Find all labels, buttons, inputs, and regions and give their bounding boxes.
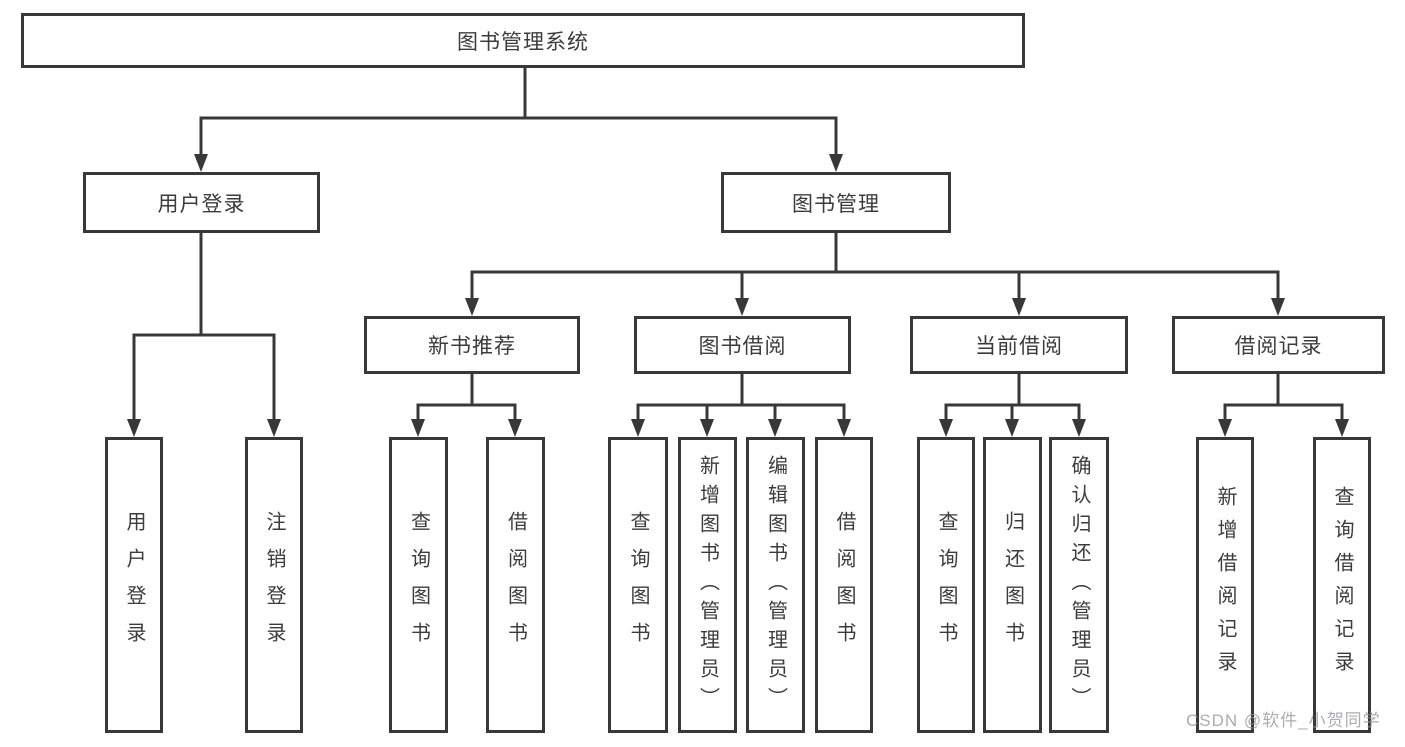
node-label-bb-query-books: 查询图书 <box>627 511 649 659</box>
node-bb-edit-books: 编辑图书（管理员） <box>746 437 805 733</box>
node-label-bb-add-books: 新增图书（管理员） <box>696 454 719 716</box>
arrow-down-icon <box>267 419 281 437</box>
arrow-down-icon <box>837 419 851 437</box>
node-label-bb-edit-books: 编辑图书（管理员） <box>764 454 787 716</box>
node-label-borrow-records: 借阅记录 <box>1234 335 1323 358</box>
node-book-management: 图书管理 <box>721 172 951 233</box>
arrow-down-icon <box>1271 298 1285 316</box>
node-library-management-system: 图书管理系统 <box>21 13 1025 68</box>
arrow-down-icon <box>631 419 645 437</box>
node-label-cb-return-books: 归还图书 <box>1001 511 1024 659</box>
node-label-br-add-record: 新增借阅记录 <box>1214 486 1236 684</box>
node-nb-borrow-books: 借阅图书 <box>486 437 545 733</box>
node-user-login-leaf: 用户登录 <box>105 437 163 733</box>
connector-borrow-records-to-leaves <box>1218 374 1349 437</box>
node-new-book-recommend: 新书推荐 <box>364 316 580 374</box>
node-label-root: 图书管理系统 <box>457 30 589 54</box>
arrow-down-icon <box>768 419 782 437</box>
connector-book-borrow-to-leaves <box>631 374 851 437</box>
connector-book-management-to-level3 <box>465 233 1285 316</box>
node-label-cb-confirm-return: 确认归还（管理员） <box>1068 454 1090 716</box>
node-label-current-borrow: 当前借阅 <box>975 335 1063 358</box>
node-logout-leaf: 注销登录 <box>245 437 303 733</box>
node-label-nb-borrow-books: 借阅图书 <box>504 511 527 659</box>
node-book-borrow: 图书借阅 <box>634 316 851 374</box>
arrow-down-icon <box>829 154 843 172</box>
node-cb-confirm-return: 确认归还（管理员） <box>1049 437 1109 733</box>
connector-root-to-level2 <box>194 68 843 172</box>
node-user-login: 用户登录 <box>83 172 320 233</box>
node-label-logout-leaf: 注销登录 <box>263 511 285 659</box>
arrow-down-icon <box>508 419 522 437</box>
node-nb-query-books: 查询图书 <box>389 437 448 733</box>
arrow-down-icon <box>735 298 749 316</box>
node-label-cb-query-books: 查询图书 <box>935 511 957 659</box>
node-bb-query-books: 查询图书 <box>608 437 668 733</box>
node-bb-borrow-books: 借阅图书 <box>815 437 873 733</box>
connector-new-book-recommend-to-leaves <box>411 374 522 437</box>
arrow-down-icon <box>1218 419 1232 437</box>
arrow-down-icon <box>1012 298 1026 316</box>
node-label-book-borrow: 图书借阅 <box>698 335 787 358</box>
node-current-borrow: 当前借阅 <box>910 316 1128 374</box>
node-borrow-records: 借阅记录 <box>1172 316 1385 374</box>
arrow-down-icon <box>465 298 479 316</box>
node-label-user-login: 用户登录 <box>157 192 246 216</box>
node-br-add-record: 新增借阅记录 <box>1196 437 1254 733</box>
node-label-user-login-leaf: 用户登录 <box>123 511 145 659</box>
node-label-book-management: 图书管理 <box>792 192 880 216</box>
arrow-down-icon <box>700 419 714 437</box>
connector-current-borrow-to-leaves <box>939 374 1086 437</box>
arrow-down-icon <box>1335 419 1349 437</box>
arrow-down-icon <box>1072 419 1086 437</box>
arrow-down-icon <box>411 419 425 437</box>
node-cb-query-books: 查询图书 <box>917 437 975 733</box>
watermark: CSDN @软件_小贺同学 <box>1186 711 1381 730</box>
node-label-br-query-record: 查询借阅记录 <box>1331 486 1353 684</box>
node-label-new-book-recommend: 新书推荐 <box>428 335 516 358</box>
node-label-nb-query-books: 查询图书 <box>407 511 430 659</box>
node-label-bb-borrow-books: 借阅图书 <box>833 511 855 659</box>
arrow-down-icon <box>127 419 141 437</box>
arrow-down-icon <box>1005 419 1019 437</box>
node-bb-add-books: 新增图书（管理员） <box>678 437 737 733</box>
node-br-query-record: 查询借阅记录 <box>1313 437 1371 733</box>
node-cb-return-books: 归还图书 <box>983 437 1042 733</box>
connector-user-login-to-leaves <box>127 233 281 437</box>
arrow-down-icon <box>939 419 953 437</box>
arrow-down-icon <box>194 154 208 172</box>
